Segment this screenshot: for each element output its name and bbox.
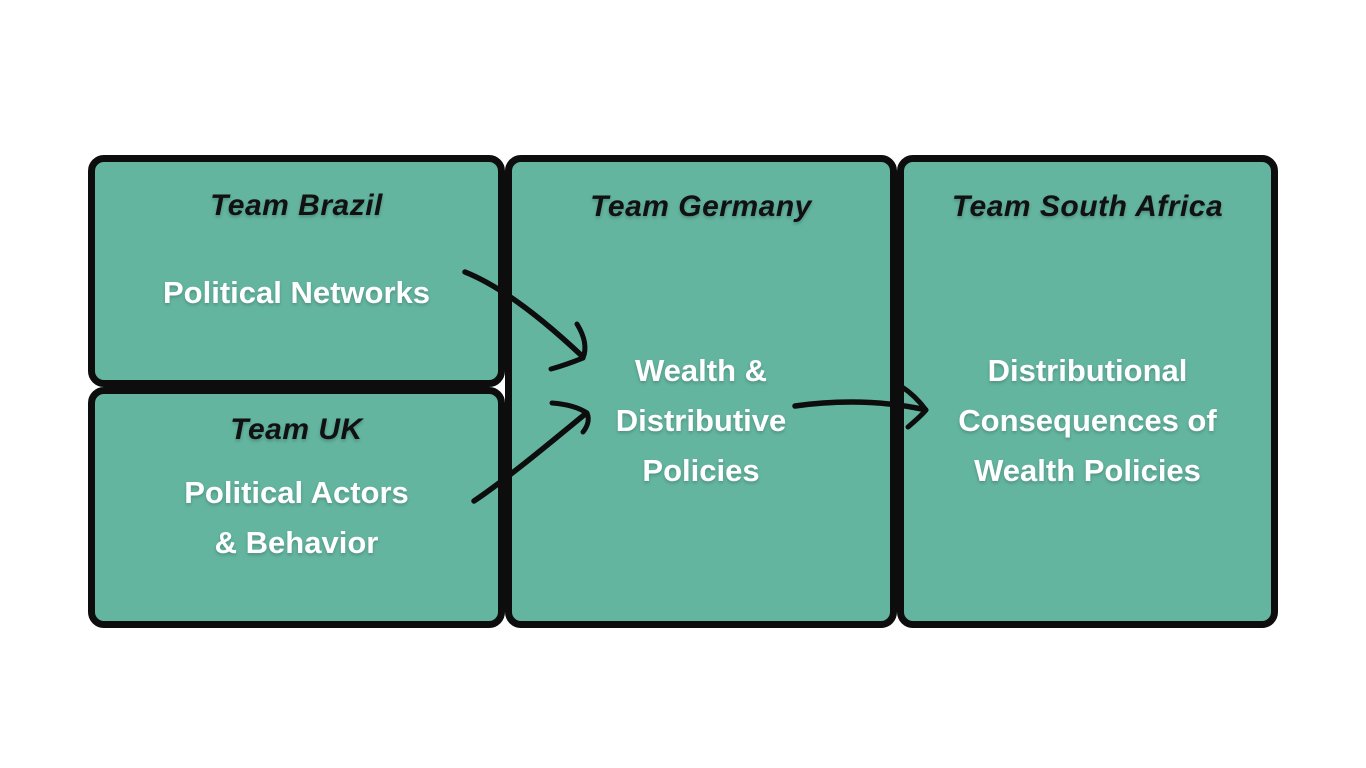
team-south-africa-title: Team South Africa [951,190,1224,223]
team-brazil-topic: Political Networks [95,268,498,318]
team-germany-topic-line: Distributive [615,403,787,438]
team-germany-topic-line: Policies [642,453,760,488]
team-germany-title: Team Germany [590,190,812,223]
team-uk-topic: Political Actors & Behavior [95,468,498,568]
team-south-africa-topic-line: Distributional [987,353,1188,388]
team-uk-topic-line: Political Actors [184,475,409,510]
box-team-germany: Team Germany Wealth & Distributive Polic… [505,155,897,628]
box-team-uk: Team UK Political Actors & Behavior [88,387,505,628]
team-germany-topic: Wealth & Distributive Policies [512,346,890,496]
box-team-brazil: Team Brazil Political Networks [88,155,505,387]
team-south-africa-topic-line: Consequences of [958,403,1217,438]
team-germany-topic-line: Wealth & [634,353,768,388]
team-uk-title: Team UK [230,413,363,446]
team-brazil-topic-line: Political Networks [162,275,431,310]
team-south-africa-topic-line: Wealth Policies [974,453,1201,488]
team-brazil-title: Team Brazil [210,189,383,222]
box-team-south-africa: Team South Africa Distributional Consequ… [897,155,1278,628]
team-uk-topic-line: & Behavior [214,525,379,560]
team-south-africa-topic: Distributional Consequences of Wealth Po… [904,346,1271,496]
